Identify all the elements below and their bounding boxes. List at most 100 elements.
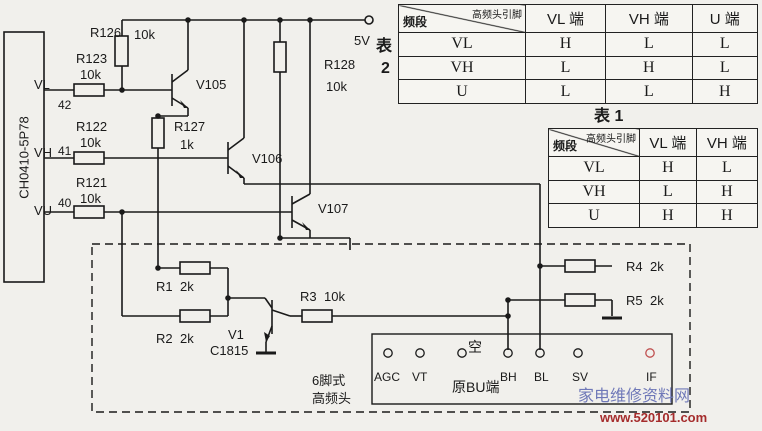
table2-corner-top: 高频头引脚 — [472, 10, 522, 21]
tuner-empty-label: 空 — [468, 339, 482, 355]
table2-row-band: VL — [398, 32, 526, 57]
pin-number-41: 41 — [58, 144, 72, 158]
r1-value: 2k — [180, 279, 194, 294]
table2-col-vl: VL 端 — [524, 4, 607, 33]
terminal-if-label: IF — [646, 370, 657, 384]
tuner-bu-label: 原BU端 — [452, 379, 500, 395]
pin-net-vh: VH — [34, 145, 53, 160]
terminal-agc — [383, 348, 393, 358]
tuner-terminal-strip — [371, 333, 673, 405]
table2-row-band: U — [398, 79, 526, 104]
table1-cell: H — [639, 203, 697, 228]
terminal-agc-label: AGC — [374, 370, 401, 384]
terminal-bh — [503, 348, 513, 358]
supply-terminal — [364, 15, 374, 25]
table1-cell: H — [695, 203, 759, 228]
table1-cell: H — [695, 179, 759, 205]
terminal-bl — [535, 348, 545, 358]
pin-net-vu: VU — [34, 203, 53, 218]
table2-row-band: VH — [398, 55, 526, 81]
table1-row-band: VH — [548, 179, 640, 205]
table2-cell: L — [524, 79, 607, 104]
r123-name: R123 — [76, 51, 108, 66]
terminal-vt-label: VT — [412, 370, 428, 384]
table2-cell: L — [524, 55, 607, 81]
r2-value: 2k — [180, 331, 194, 346]
r128-name: R128 — [324, 57, 356, 72]
table2-col-vh: VH 端 — [605, 4, 693, 33]
table2-corner-bottom: 频段 — [403, 15, 428, 29]
r4-name: R4 — [626, 259, 643, 274]
table1-corner: 高频头引脚 频段 — [548, 128, 640, 157]
resistor-r121 — [73, 205, 105, 219]
table1-corner-top: 高频头引脚 — [586, 134, 636, 145]
table1-cell: L — [695, 156, 759, 181]
table1-cell: H — [639, 156, 697, 181]
table2-cell: H — [605, 55, 693, 81]
table-1: 高频头引脚 频段 VL 端 VH 端 VL H L VH L H U H H — [548, 128, 759, 228]
tuner-module-outline — [91, 243, 691, 413]
terminal-vt — [415, 348, 425, 358]
resistor-r5 — [564, 293, 596, 307]
resistor-r127 — [151, 117, 165, 149]
r3-value: 10k — [324, 289, 345, 304]
pin-number-42: 42 — [58, 98, 72, 112]
resistor-r128 — [273, 41, 287, 73]
terminal-sv — [573, 348, 583, 358]
tuner-label-line1: 6脚式 — [312, 373, 346, 388]
ic-chip-body — [3, 31, 45, 283]
table1-corner-bottom: 频段 — [553, 139, 578, 153]
r121-value: 10k — [80, 191, 101, 206]
pin-net-vl: VL — [34, 77, 50, 92]
terminal-sv-label: SV — [572, 370, 589, 384]
table2-col-u: U 端 — [691, 4, 759, 33]
table2-caption-main: 表 — [376, 38, 393, 55]
table1-row-band: U — [548, 203, 640, 228]
table1-row-band: VL — [548, 156, 640, 181]
terminal-bh-label: BH — [500, 370, 517, 384]
r3-name: R3 — [300, 289, 317, 304]
r122-value: 10k — [80, 135, 101, 150]
table2-cell: L — [691, 55, 759, 81]
resistor-r4 — [564, 259, 596, 273]
table2-cell: L — [605, 32, 693, 57]
r128-value: 10k — [326, 79, 347, 94]
table1-cell: L — [639, 179, 697, 205]
table2-caption-num: 2 — [381, 60, 390, 77]
v1-part: C1815 — [210, 343, 249, 358]
resistor-r126 — [114, 35, 129, 67]
pin-number-40: 40 — [58, 196, 72, 210]
resistor-r122 — [73, 151, 105, 165]
r127-name: R127 — [174, 119, 206, 134]
v105-label: V105 — [196, 77, 227, 92]
resistor-r2 — [179, 309, 211, 323]
table1-col-vl: VL 端 — [639, 128, 697, 157]
terminal-if — [645, 348, 655, 358]
r123-value: 10k — [80, 67, 101, 82]
r5-name: R5 — [626, 293, 643, 308]
r4-value: 2k — [650, 259, 664, 274]
supply-label: 5V — [354, 33, 370, 48]
table-2: 高频头引脚 频段 VL 端 VH 端 U 端 VL H L L VH L H L… — [398, 4, 759, 104]
table2-corner: 高频头引脚 频段 — [398, 4, 526, 33]
table1-caption: 表 1 — [594, 108, 624, 125]
r121-name: R121 — [76, 175, 108, 190]
r126-value: 10k — [134, 27, 155, 42]
table1-col-vh: VH 端 — [695, 128, 759, 157]
tuner-label-line2: 高频头 — [312, 391, 352, 406]
table2-cell: H — [691, 79, 759, 104]
terminal-empty — [457, 348, 467, 358]
table2-cell: H — [524, 32, 607, 57]
chip-label: CH0410-5P78 — [16, 116, 32, 199]
watermark-url: www.520101.com — [600, 410, 708, 425]
resistor-r3 — [301, 309, 333, 323]
r126-name: R126 — [90, 25, 122, 40]
table2-cell: L — [691, 32, 759, 57]
r1-name: R1 — [156, 279, 173, 294]
v107-label: V107 — [318, 201, 349, 216]
r127-value: 1k — [180, 137, 194, 152]
terminal-bl-label: BL — [534, 370, 549, 384]
r2-name: R2 — [156, 331, 173, 346]
v1-label: V1 — [228, 327, 244, 342]
